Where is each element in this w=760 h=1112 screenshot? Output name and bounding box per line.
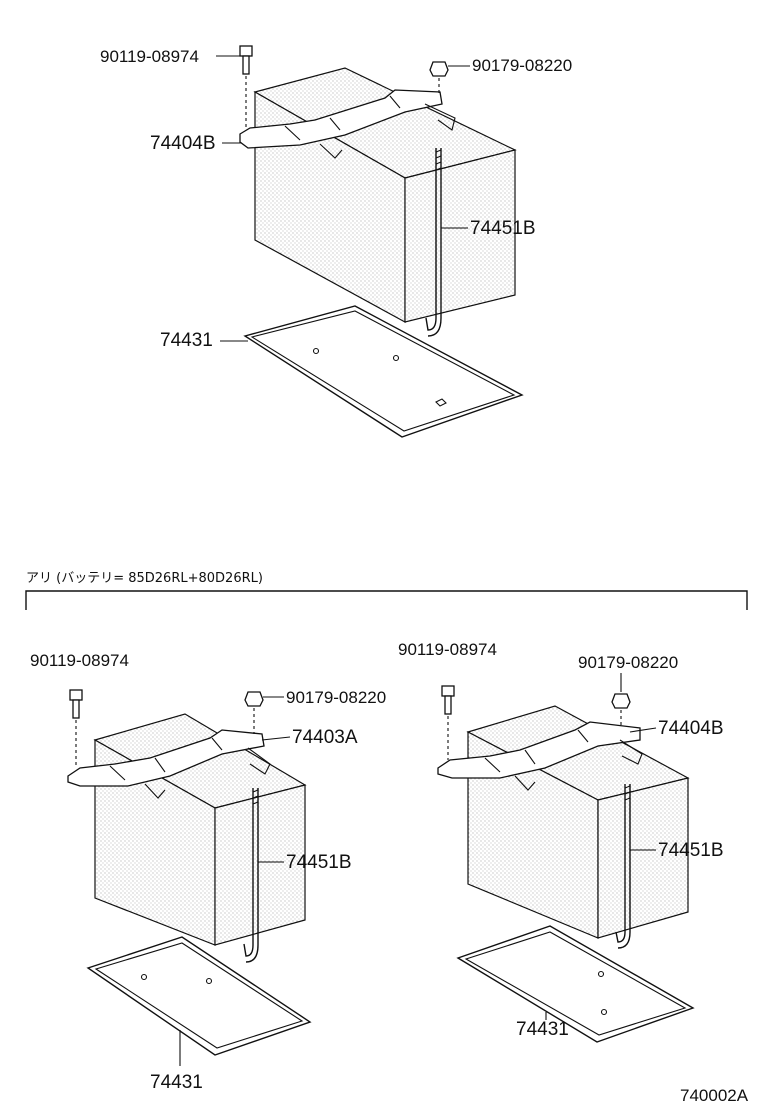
top-nut-label: 90179-08220	[472, 56, 572, 75]
right-bolt-label: 90119-08974	[398, 640, 497, 659]
top-clamp	[239, 89, 456, 159]
top-nut	[429, 61, 449, 96]
top-tray	[243, 305, 524, 438]
top-bolt-label: 90119-08974	[100, 47, 199, 66]
left-bolt-label: 90119-08974	[30, 651, 129, 670]
right-tray	[456, 925, 695, 1043]
condition-label: アリ (バッテリ= 85D26RL+80D26RL)	[26, 571, 263, 586]
right-tray-label: 74431	[516, 1019, 569, 1040]
condition-bracket	[25, 590, 748, 610]
top-clamp-label: 74404B	[150, 133, 216, 154]
left-tray-label: 74431	[150, 1072, 203, 1093]
left-tray	[86, 936, 312, 1056]
left-assembly: 90119-08974 90179-08220 74403A 74451B 74…	[30, 651, 386, 1093]
right-clamp-label: 74404B	[658, 718, 724, 739]
top-bolt	[239, 45, 253, 128]
right-nut-label: 90179-08220	[578, 653, 678, 672]
right-rod-label: 74451B	[658, 840, 724, 861]
left-nut-label: 90179-08220	[286, 688, 386, 707]
left-rod	[243, 788, 259, 963]
right-clamp	[437, 721, 643, 791]
right-nut	[611, 693, 631, 726]
left-nut	[244, 691, 264, 734]
right-assembly: 90119-08974 90179-08220 74404B 74451B 74…	[398, 640, 724, 1043]
top-rod-label: 74451B	[470, 218, 536, 239]
top-tray-label: 74431	[160, 330, 213, 351]
figure-code: 740002A	[680, 1086, 749, 1105]
left-clamp-label: 74403A	[292, 727, 358, 748]
right-bolt	[441, 685, 455, 760]
left-rod-label: 74451B	[286, 852, 352, 873]
top-battery	[253, 67, 517, 324]
top-assembly: 90119-08974 90179-08220 74404B 74451B 74…	[100, 45, 572, 438]
right-rod	[615, 784, 631, 949]
left-bolt	[69, 689, 83, 768]
top-rod	[425, 148, 442, 337]
